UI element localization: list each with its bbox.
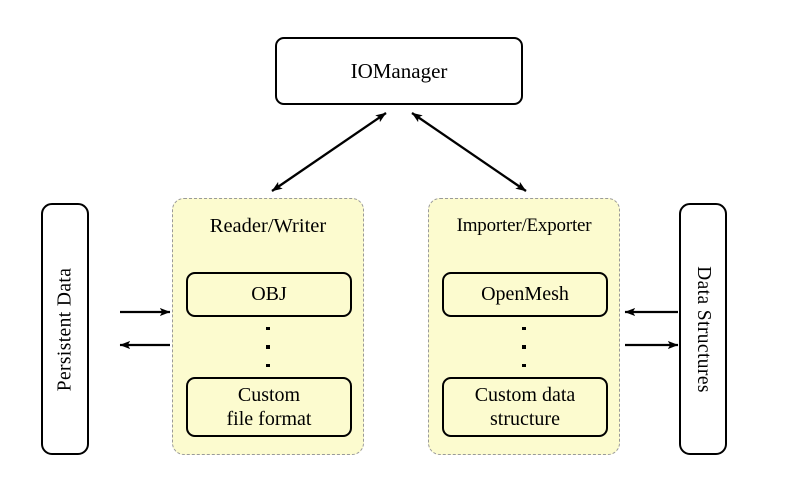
group-importer-exporter-title: Importer/Exporter (456, 215, 592, 236)
group-reader-writer-title: Reader/Writer (209, 215, 327, 237)
plugin-custom-data-structure[interactable]: Custom data structure (442, 377, 608, 437)
plugin-openmesh[interactable]: OpenMesh (442, 272, 608, 317)
reader-writer-ellipsis-icon (173, 323, 363, 371)
data-structures-node[interactable]: Data Structures (679, 203, 727, 455)
plugin-custom-file-format-line1: Custom (237, 383, 301, 406)
importer-exporter-ellipsis-icon (429, 323, 619, 371)
plugin-obj-label: OBJ (251, 283, 287, 306)
io-manager-node[interactable]: IOManager (275, 37, 523, 105)
plugin-custom-data-structure-label: Custom data structure (475, 383, 576, 432)
plugin-custom-data-structure-line1: Custom data (474, 383, 576, 406)
persistent-data-node[interactable]: Persistent Data (41, 203, 89, 455)
connector-manager-importer-exporter (411, 112, 527, 192)
plugin-custom-file-format-label: Custom file format (227, 383, 312, 432)
group-importer-exporter[interactable]: Importer/Exporter OpenMesh Custom data s… (428, 198, 620, 455)
connector-manager-reader-writer (271, 112, 387, 192)
data-structures-label: Data Structures (692, 265, 714, 393)
group-reader-writer[interactable]: Reader/Writer OBJ Custom file format (172, 198, 364, 455)
persistent-data-label: Persistent Data (54, 267, 76, 391)
plugin-custom-file-format-line2: file format (226, 408, 312, 430)
plugin-obj[interactable]: OBJ (186, 272, 352, 317)
plugin-openmesh-label: OpenMesh (481, 283, 569, 306)
plugin-custom-file-format[interactable]: Custom file format (186, 377, 352, 437)
io-manager-label: IOManager (350, 58, 448, 83)
plugin-custom-data-structure-line2: structure (490, 408, 560, 430)
